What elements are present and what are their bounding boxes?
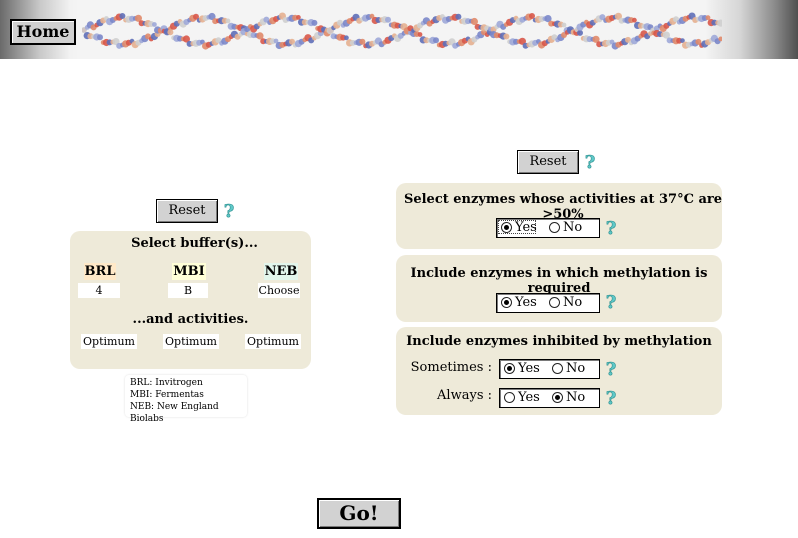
methylation-required-help-icon[interactable]: ? (603, 292, 619, 312)
go-button[interactable]: Go! (317, 498, 401, 529)
svg-text:?: ? (606, 359, 617, 379)
methylation-required-question: Include enzymes in which methylation is … (410, 266, 708, 296)
legend-brl: BRL: Invitrogen (130, 378, 203, 388)
always-help-icon[interactable]: ? (603, 388, 619, 408)
always-no-label: No (566, 390, 586, 405)
sometimes-radio-group: Yes No (499, 359, 600, 379)
methylation-required-no-radio[interactable] (549, 297, 560, 308)
sometimes-yes-label: Yes (518, 361, 540, 376)
home-button[interactable]: Home (10, 19, 76, 45)
neb-buffer-select[interactable]: Choose (258, 283, 300, 298)
methylation-required-yes-label: Yes (515, 295, 537, 310)
sometimes-help-icon[interactable]: ? (603, 359, 619, 379)
brl-buffer-select[interactable]: 4 (78, 283, 120, 298)
mbi-buffer-select[interactable]: B (168, 283, 208, 298)
supplier-brl-label: BRL (84, 263, 116, 280)
supplier-mbi-label: MBI (172, 263, 206, 280)
legend-neb: NEB: New England Biolabs (130, 402, 219, 424)
activity-radio-group: Yes No (496, 218, 600, 238)
sometimes-yes-radio[interactable] (504, 363, 515, 374)
dna-banner-image (82, 12, 722, 50)
always-radio-group: Yes No (499, 388, 600, 408)
methylation-inhibited-question: Include enzymes inhibited by methylation (406, 334, 712, 349)
svg-text:?: ? (606, 292, 617, 312)
activity-no-radio[interactable] (549, 222, 560, 233)
left-help-icon[interactable]: ? (221, 201, 237, 221)
activity-no-label: No (563, 220, 583, 235)
activity-yes-radio[interactable] (501, 222, 512, 233)
focus-outline (498, 220, 536, 234)
always-label: Always : (437, 388, 492, 403)
svg-text:?: ? (606, 388, 617, 408)
activity-help-icon[interactable]: ? (603, 218, 619, 238)
always-yes-radio[interactable] (504, 392, 515, 403)
right-reset-button[interactable]: Reset (517, 150, 579, 174)
methylation-required-yes-radio[interactable] (501, 297, 512, 308)
svg-text:?: ? (606, 218, 617, 238)
sometimes-no-label: No (566, 361, 586, 376)
sometimes-label: Sometimes : (410, 360, 492, 375)
activity-yes-label: Yes (515, 220, 537, 235)
activities-title: ...and activities. (132, 312, 249, 327)
svg-text:?: ? (585, 152, 596, 172)
legend-mbi: MBI: Fermentas (130, 390, 204, 400)
mbi-activity-select[interactable]: Optimum (163, 334, 219, 349)
always-yes-label: Yes (518, 390, 540, 405)
neb-activity-select[interactable]: Optimum (245, 334, 301, 349)
brl-activity-select[interactable]: Optimum (81, 334, 137, 349)
supplier-legend: BRL: Invitrogen MBI: Fermentas NEB: New … (125, 375, 247, 424)
left-reset-button[interactable]: Reset (156, 199, 218, 223)
activity-panel (396, 183, 722, 249)
methylation-required-radio-group: Yes No (496, 293, 600, 313)
right-help-icon[interactable]: ? (582, 152, 598, 172)
svg-text:?: ? (224, 201, 235, 221)
supplier-neb-label: NEB (264, 263, 298, 280)
sometimes-no-radio[interactable] (552, 363, 563, 374)
methylation-required-no-label: No (563, 295, 583, 310)
always-no-radio[interactable] (552, 392, 563, 403)
buffer-title: Select buffer(s)... (131, 236, 258, 251)
